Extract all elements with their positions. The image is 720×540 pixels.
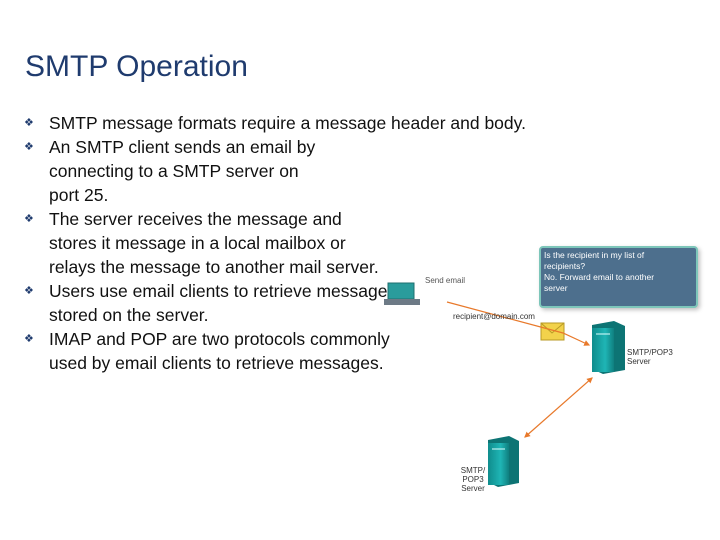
diamond-bullet-icon: ❖ bbox=[24, 333, 34, 345]
bullet-text: SMTP message formats require a message h… bbox=[49, 113, 526, 133]
send-email-label: Send email bbox=[425, 276, 466, 285]
diamond-bullet-icon: ❖ bbox=[24, 285, 34, 297]
bullet-item: ❖ SMTP message formats require a message … bbox=[24, 111, 624, 135]
bullet-list: ❖ SMTP message formats require a message … bbox=[24, 111, 624, 375]
diamond-bullet-icon: ❖ bbox=[24, 213, 34, 225]
server-to-server-arrow bbox=[524, 377, 593, 438]
envelope-icon bbox=[540, 322, 565, 341]
smtp-pop3-server-icon bbox=[488, 436, 519, 487]
bullet-item: ❖ IMAP and POP are two protocols commonly… bbox=[24, 327, 624, 375]
slide-title: SMTP Operation bbox=[25, 50, 248, 83]
bullet-item: ❖ An SMTP client sends an email by connec… bbox=[24, 135, 624, 207]
diamond-bullet-icon: ❖ bbox=[24, 117, 34, 129]
bullet-text: An SMTP client sends an email by connect… bbox=[49, 137, 316, 205]
server-label: SMTP/ POP3 Server bbox=[460, 466, 486, 493]
bullet-text: Users use email clients to retrieve mess… bbox=[49, 281, 397, 325]
client-laptop-icon bbox=[384, 282, 420, 305]
recipient-address-label: recipient@domain.com bbox=[453, 312, 535, 321]
bullet-text: The server receives the message and stor… bbox=[49, 209, 379, 277]
server-label: SMTP/POP3 Server bbox=[627, 348, 673, 366]
client-to-server-arrow bbox=[446, 301, 591, 346]
diamond-bullet-icon: ❖ bbox=[24, 141, 34, 153]
bullet-text: IMAP and POP are two protocols commonly … bbox=[49, 329, 390, 373]
bullet-item: ❖ The server receives the message and sto… bbox=[24, 207, 624, 279]
callout-text: Is the recipient in my list of recipient… bbox=[544, 250, 655, 293]
bullet-item: ❖ Users use email clients to retrieve mes… bbox=[24, 279, 624, 327]
smtp-pop3-server-icon bbox=[592, 321, 625, 374]
server-callout bbox=[539, 246, 698, 308]
